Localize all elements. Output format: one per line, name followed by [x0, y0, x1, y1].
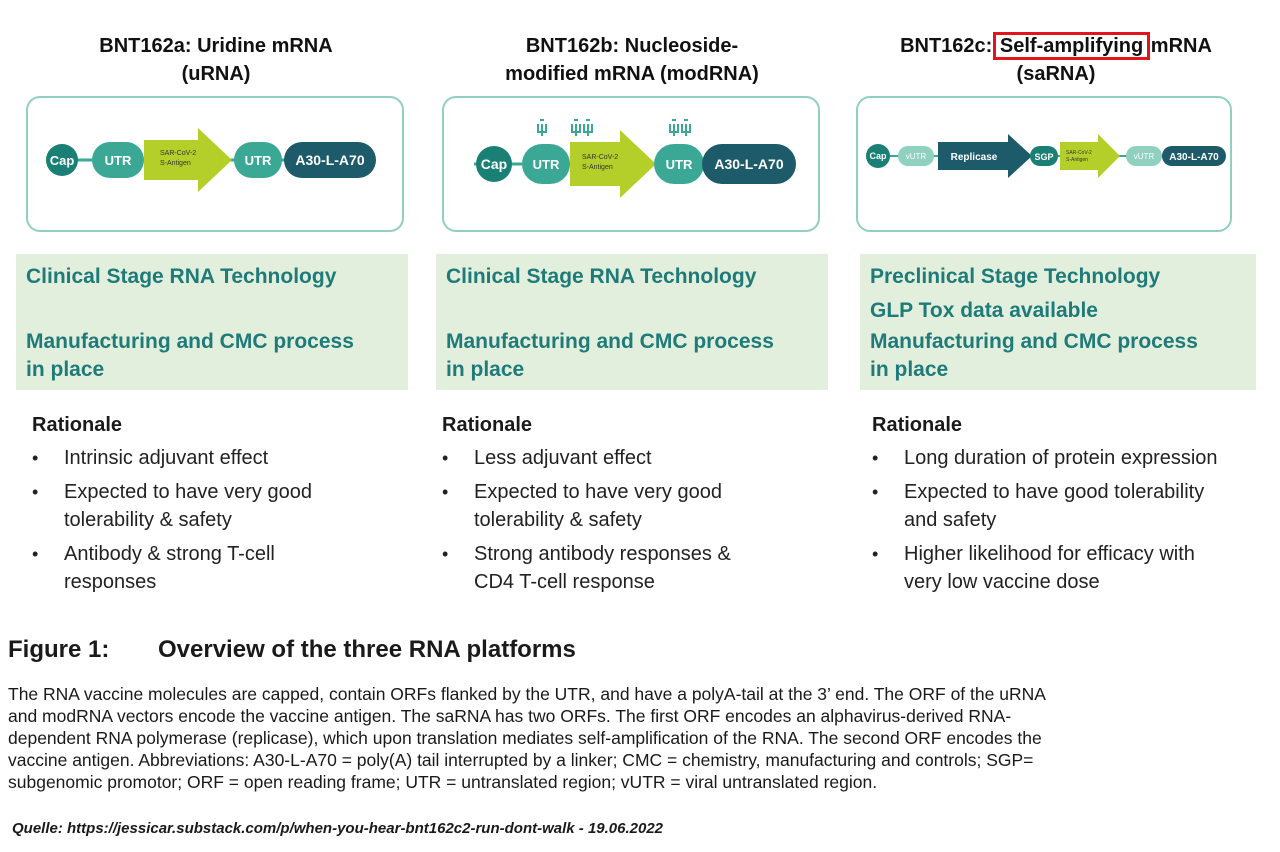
- svg-text:Cap: Cap: [869, 151, 887, 161]
- status-line: [446, 294, 818, 328]
- svg-text:SAR-CoV-2: SAR-CoV-2: [582, 154, 618, 161]
- sarna-construct-diagram: Cap vUTR Replicase SGP SAR-CoV-2 S-Antig…: [856, 96, 1232, 232]
- utr-node-3prime: UTR: [654, 144, 704, 184]
- cap-node: Cap: [866, 144, 890, 168]
- svg-text:A30-L-A70: A30-L-A70: [295, 152, 364, 168]
- rationale-item: Strong antibody responses &CD4 T-cell re…: [442, 540, 822, 596]
- rationale-heading: Rationale: [32, 414, 123, 436]
- status-line: Clinical Stage RNA Technology: [446, 265, 757, 288]
- svg-text:UTR: UTR: [666, 157, 693, 172]
- cap-node: Cap: [46, 144, 78, 176]
- svg-text:SAR-CoV-2: SAR-CoV-2: [160, 150, 196, 157]
- status-line: Manufacturing and CMC process: [446, 330, 774, 353]
- highlighted-term: Self-amplifying: [992, 32, 1151, 60]
- caption-line: vaccine antigen. Abbreviations: A30-L-A7…: [8, 750, 1034, 770]
- caption-line: and modRNA vectors encode the vaccine an…: [8, 706, 1012, 726]
- svg-text:SGP: SGP: [1034, 152, 1053, 162]
- rationale-item: Intrinsic adjuvant effect: [32, 444, 412, 472]
- rationale-heading: Rationale: [872, 414, 963, 436]
- status-box: Clinical Stage RNA Technology Manufactur…: [16, 254, 408, 390]
- figure-title: Figure 1: Overview of the three RNA platf…: [8, 636, 576, 664]
- rationale-list: Long duration of protein expression Expe…: [872, 444, 1272, 596]
- rationale-section: Rationale Intrinsic adjuvant effect Expe…: [32, 410, 412, 602]
- svg-text:Cap: Cap: [481, 156, 507, 172]
- rationale-list: Intrinsic adjuvant effect Expected to ha…: [32, 444, 412, 596]
- polya-tail-node: A30-L-A70: [284, 142, 376, 178]
- figure-title-text: Overview of the three RNA platforms: [158, 636, 576, 663]
- svg-text:A30-L-A70: A30-L-A70: [1169, 152, 1219, 163]
- sgp-node: SGP: [1030, 146, 1058, 166]
- svg-text:SAR-CoV-2: SAR-CoV-2: [1066, 150, 1092, 156]
- vutr-node-3prime: vUTR: [1126, 146, 1162, 166]
- nucleoside-modification-icons: [537, 119, 691, 136]
- modrna-construct-diagram: Cap UTR SAR-CoV-2 S-Antigen UTR A30-L-A7…: [442, 96, 820, 232]
- status-line: in place: [26, 358, 105, 381]
- svg-text:S-Antigen: S-Antigen: [1066, 157, 1088, 163]
- svg-text:A30-L-A70: A30-L-A70: [714, 156, 783, 172]
- status-line: Preclinical Stage Technology: [870, 265, 1161, 288]
- caption-line: subgenomic promotor; ORF = open reading …: [8, 772, 878, 792]
- svg-text:S-Antigen: S-Antigen: [582, 164, 613, 171]
- polya-tail-node: A30-L-A70: [1162, 146, 1226, 166]
- replicase-arrow: Replicase: [938, 134, 1032, 178]
- title-line-2: modified mRNA (modRNA): [505, 63, 759, 85]
- rationale-section: Rationale Long duration of protein expre…: [872, 410, 1272, 602]
- status-line: GLP Tox data available: [870, 299, 1098, 322]
- s-antigen-arrow: SAR-CoV-2 S-Antigen: [144, 128, 232, 192]
- urna-construct-diagram: Cap UTR SAR-CoV-2 S-Antigen UTR A30-L-A7…: [26, 96, 404, 232]
- svg-text:S-Antigen: S-Antigen: [160, 160, 191, 167]
- utr-node-3prime: UTR: [234, 142, 282, 178]
- caption-line: dependent RNA polymerase (replicase), wh…: [8, 728, 1042, 748]
- title-line-1: BNT162b: Nucleoside-: [525, 35, 739, 57]
- column-title: BNT162b: Nucleoside- modified mRNA (modR…: [432, 32, 832, 88]
- rationale-item: Higher likelihood for efficacy withvery …: [872, 540, 1272, 596]
- status-line: [26, 294, 398, 328]
- title-line-2: (uRNA): [181, 63, 251, 85]
- status-line: Manufacturing and CMC process: [870, 330, 1198, 353]
- s-antigen-arrow: SAR-CoV-2 S-Antigen: [570, 130, 656, 198]
- svg-text:Cap: Cap: [50, 153, 75, 168]
- title-line-1: BNT162c: Self-amplifying mRNA: [900, 32, 1212, 60]
- status-line: Clinical Stage RNA Technology: [26, 265, 337, 288]
- column-title: BNT162c: Self-amplifying mRNA (saRNA): [846, 32, 1266, 88]
- vutr-node-5prime: vUTR: [898, 146, 934, 166]
- svg-text:UTR: UTR: [533, 157, 560, 172]
- status-box: Clinical Stage RNA Technology Manufactur…: [436, 254, 828, 390]
- figure-number: Figure 1:: [8, 636, 110, 663]
- status-line: Manufacturing and CMC process: [26, 330, 354, 353]
- figure-caption: The RNA vaccine molecules are capped, co…: [8, 683, 1276, 793]
- svg-text:UTR: UTR: [105, 153, 132, 168]
- rationale-item: Less adjuvant effect: [442, 444, 822, 472]
- column-title: BNT162a: Uridine mRNA (uRNA): [16, 32, 416, 88]
- svg-text:vUTR: vUTR: [906, 152, 927, 161]
- svg-text:vUTR: vUTR: [1134, 152, 1155, 161]
- svg-text:Replicase: Replicase: [951, 152, 998, 163]
- caption-line: The RNA vaccine molecules are capped, co…: [8, 684, 1046, 704]
- utr-node-5prime: UTR: [522, 144, 570, 184]
- status-line: in place: [870, 358, 949, 381]
- s-antigen-arrow: SAR-CoV-2 S-Antigen: [1060, 134, 1120, 178]
- rationale-section: Rationale Less adjuvant effect Expected …: [442, 410, 822, 602]
- title-line-2: (saRNA): [1016, 63, 1096, 85]
- status-line: in place: [446, 358, 525, 381]
- title-line-1: BNT162a: Uridine mRNA: [99, 35, 333, 57]
- svg-text:UTR: UTR: [245, 153, 272, 168]
- status-box: Preclinical Stage Technology GLP Tox dat…: [860, 254, 1256, 390]
- polya-tail-node: A30-L-A70: [702, 144, 796, 184]
- rationale-heading: Rationale: [442, 414, 533, 436]
- cap-node: Cap: [476, 146, 512, 182]
- rationale-item: Long duration of protein expression: [872, 444, 1272, 472]
- source-citation: Quelle: https://jessicar.substack.com/p/…: [12, 820, 664, 837]
- utr-node-5prime: UTR: [92, 142, 144, 178]
- rationale-list: Less adjuvant effect Expected to have ve…: [442, 444, 822, 596]
